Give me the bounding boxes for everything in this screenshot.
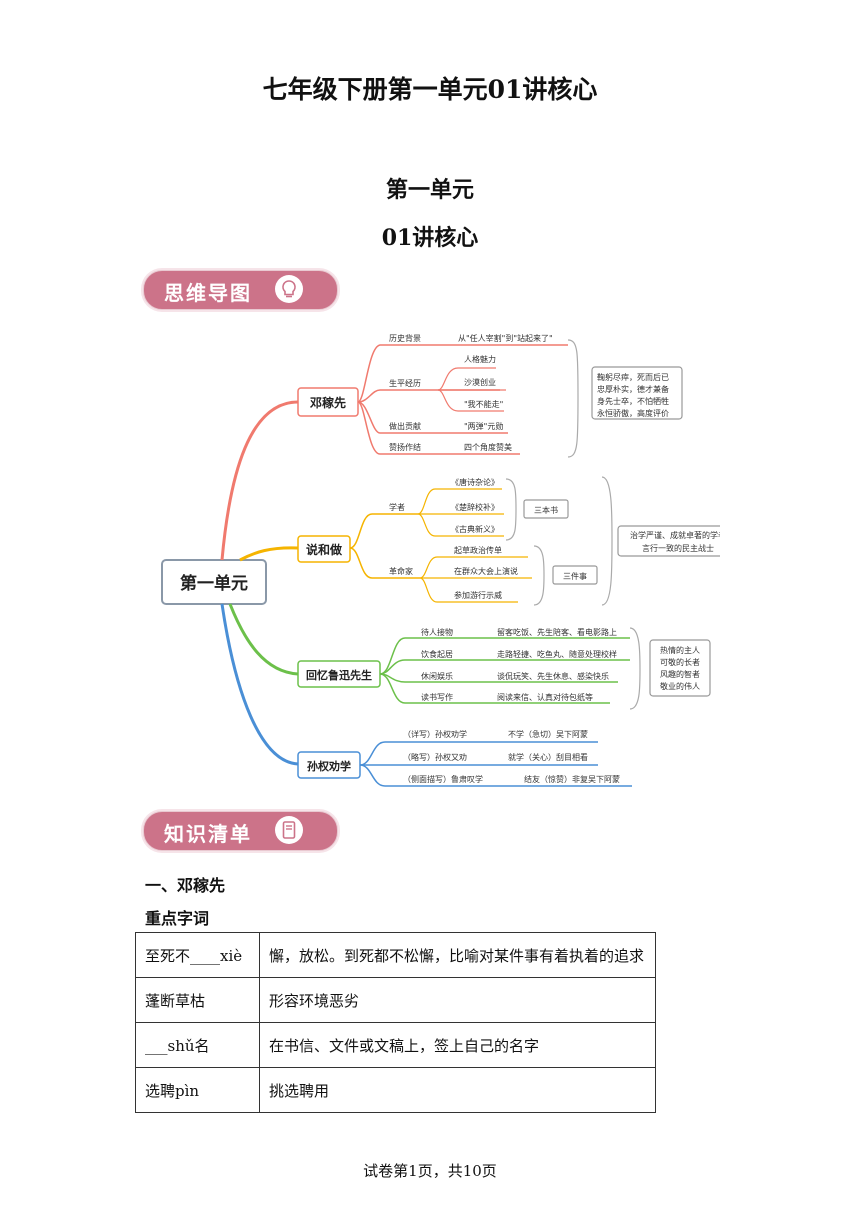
mindmap-root-box <box>161 559 267 605</box>
branch-3-summary-2: 可敬的长者 <box>660 657 700 667</box>
branch-1-detail-2c: "我不能走" <box>464 399 503 409</box>
branch-2-detail-1b: 《楚辞校补》 <box>451 502 499 512</box>
mindmap-banner-label: 思维导图 <box>164 281 252 305</box>
table-row: 至死不____xiè 懈，放松。到死都不松懈，比喻对某件事有着执着的追求 <box>135 932 656 978</box>
vocab-meaning: 挑选聘用 <box>259 1067 656 1113</box>
branch-1-item-3: 做出贡献 <box>389 421 421 431</box>
table-row: 蓬断草枯 形容环境恶劣 <box>135 977 656 1023</box>
branch-3-detail-4: 阅读来信、认真对待包纸等 <box>497 692 593 702</box>
branch-3-detail-2: 走路轻捷、吃鱼丸、随意处理校样 <box>497 649 617 659</box>
vocab-meaning: 在书信、文件或文稿上，签上自己的名字 <box>259 1022 656 1068</box>
branch-3-detail-3: 谈侃玩笑、先生休息、感染快乐 <box>497 671 609 681</box>
branch-2-detail-1c: 《古典新义》 <box>451 524 499 534</box>
vocab-term: 至死不____xiè <box>135 932 260 978</box>
vocab-term: 选聘pìn <box>135 1067 260 1113</box>
branch-3-item-3: 休闲娱乐 <box>421 671 453 681</box>
branch-1-summary-1: 鞠躬尽瘁，死而后已 <box>597 372 669 382</box>
vocab-term: 蓬断草枯 <box>135 977 260 1023</box>
branch-2-detail-2a: 起草政治传单 <box>454 545 502 555</box>
lesson-title: 01讲核心 <box>381 225 479 251</box>
branch-3-item-1: 待人接物 <box>421 627 453 637</box>
branch-3-label: 回忆鲁迅先生 <box>306 668 372 682</box>
vocab-meaning: 形容环境恶劣 <box>259 977 656 1023</box>
branch-3-summary-3: 风趣的智者 <box>660 669 700 679</box>
branch-2-detail-2c: 参加游行示威 <box>454 590 502 600</box>
branch-1-detail-3: "两弹"元勋 <box>464 421 503 431</box>
branch-3-detail-1: 留客吃饭、先生陪客、看电影路上 <box>497 627 617 637</box>
branch-4-item-3: （侧面描写）鲁肃叹学 <box>403 774 483 784</box>
branch-1-item-1: 历史背景 <box>389 333 421 343</box>
section-heading: 一、邓稼先 <box>145 876 226 895</box>
branch-2-item-1: 学者 <box>389 502 405 512</box>
branch-2-group-1: 三本书 <box>534 505 558 515</box>
branch-4-detail-3: 结友（惊赞）非复吴下阿蒙 <box>524 774 620 784</box>
branch-1-detail-2a: 人格魅力 <box>464 354 496 364</box>
branch-1-summary-4: 永恒骄傲，高度评价 <box>597 408 669 418</box>
branch-2-label: 说和做 <box>306 542 343 557</box>
mind-map: 第一单元 邓稼先 历史背景 从"任人宰割"到"站起来了" 生平经历 人格魅力 沙… <box>161 333 720 787</box>
branch-4-detail-1: 不学（急切）吴下阿蒙 <box>508 729 588 739</box>
mindmap-banner: 思维导图 <box>143 270 338 310</box>
section-subheading: 重点字词 <box>145 909 210 928</box>
unit-title: 第一单元 <box>385 177 474 203</box>
branch-1-detail-4: 四个角度赞美 <box>464 442 512 452</box>
document-title: 七年级下册第一单元01讲核心 <box>262 75 598 104</box>
branch-4-detail-2: 就学（关心）刮目相看 <box>508 752 588 762</box>
branch-1-label: 邓稼先 <box>310 395 346 410</box>
branch-1-detail-2b: 沙漠创业 <box>464 377 496 387</box>
page-footer: 试卷第1页，共10页 <box>363 1162 497 1180</box>
vocab-meaning: 懈，放松。到死都不松懈，比喻对某件事有着执着的追求 <box>259 932 656 978</box>
table-row: 选聘pìn 挑选聘用 <box>135 1067 656 1113</box>
branch-3-summary-1: 热情的主人 <box>660 645 700 655</box>
branch-4-item-2: （略写）孙权又劝 <box>403 752 467 762</box>
branch-2-detail-2b: 在群众大会上演说 <box>454 566 518 576</box>
branch-1-item-2: 生平经历 <box>389 378 421 388</box>
branch-4-label: 孙权劝学 <box>307 759 351 773</box>
table-row: ___shǔ名 在书信、文件或文稿上，签上自己的名字 <box>135 1022 656 1068</box>
knowledge-banner-label: 知识清单 <box>164 822 252 846</box>
knowledge-banner: 知识清单 <box>143 811 338 851</box>
branch-2-detail-1a: 《唐诗杂论》 <box>451 477 499 487</box>
branch-2-group-2: 三件事 <box>563 571 587 581</box>
branch-2-summary-2: 言行一致的民主战士 <box>642 543 714 553</box>
notebook-icon <box>275 816 303 844</box>
mindmap-root-label: 第一单元 <box>180 573 248 594</box>
branch-4-item-1: （详写）孙权劝学 <box>403 729 467 739</box>
branch-2-item-2: 革命家 <box>389 566 413 576</box>
branch-3-summary-4: 敬业的伟人 <box>660 681 700 691</box>
vocab-term: ___shǔ名 <box>135 1022 260 1068</box>
branch-1-detail-1: 从"任人宰割"到"站起来了" <box>458 333 553 343</box>
vocab-table: 至死不____xiè 懈，放松。到死都不松懈，比喻对某件事有着执着的追求 蓬断草… <box>135 932 656 1113</box>
branch-1-summary-2: 忠厚朴实，德才兼备 <box>597 384 669 394</box>
branch-3-item-2: 饮食起居 <box>421 649 453 659</box>
branch-2-summary-1: 治学严谨、成就卓著的学者 <box>630 530 720 540</box>
branch-1-summary-3: 身先士卒，不怕牺牲 <box>597 396 669 406</box>
branch-1-item-4: 赞扬作结 <box>389 442 421 452</box>
lightbulb-icon <box>275 275 303 303</box>
branch-3-item-4: 读书写作 <box>421 692 453 702</box>
